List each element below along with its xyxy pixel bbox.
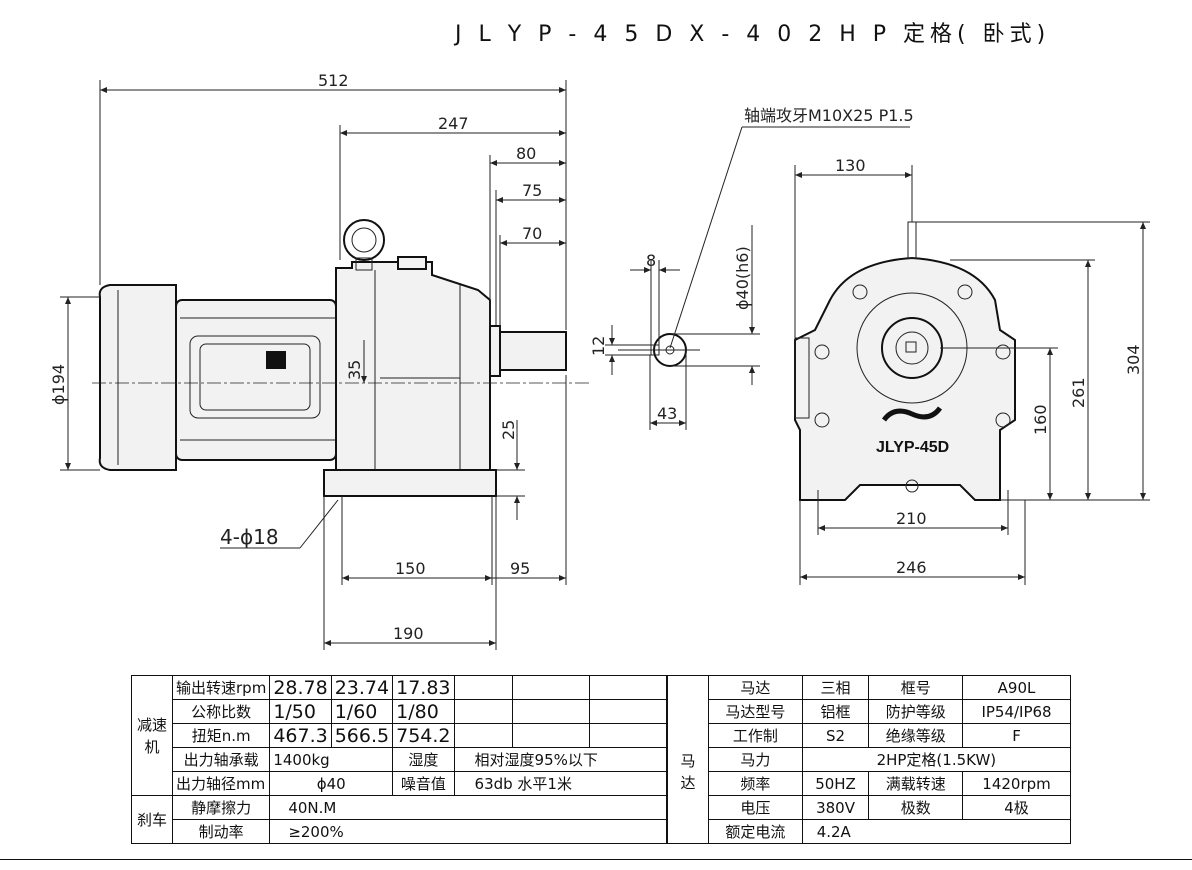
dim-43: 43 [657,404,677,423]
spec-cell: 566.5 [330,723,394,748]
motor-label-bottom: 达 [667,771,709,844]
humidity-value: 相对湿度95%以下 [453,747,668,772]
empty-cell [512,699,590,724]
dim-25: 25 [499,420,518,440]
current-label: 额定电流 [708,819,803,844]
spec-key: 马达型号 [708,699,803,724]
side-view: 512 247 80 75 70 ϕ194 35 25 4-ϕ18 [49,71,590,650]
shaft-dia-label: 出力轴径mm [171,771,271,796]
spec-row-label: 公称比数 [171,699,271,724]
voltage-label: 电压 [708,795,803,820]
brand-logo-icon [881,406,943,422]
poles-value: 4极 [962,795,1071,820]
dim-210: 210 [896,509,927,528]
empty-cell [589,723,667,748]
spec-key: 防护等级 [868,699,964,724]
noise-label: 噪音值 [392,771,455,796]
technical-drawing: 512 247 80 75 70 ϕ194 35 25 4-ϕ18 [49,71,1150,650]
spec-row-label: 扭矩n.m [171,723,271,748]
dim-304: 304 [1124,344,1143,375]
drawing-title: J L Y P - 4 5 D X - 4 0 2 H P 定格( 卧式) [455,22,1051,47]
motor-spec-table: 马 马达 三相 框号 A90L 马达型号 铝框 防护等级 IP54/IP68 工… [667,675,1072,844]
humidity-label: 湿度 [392,747,455,772]
braking-rate-label: 制动率 [171,819,271,844]
full-load-label: 满载转速 [868,771,964,796]
empty-cell [589,699,667,724]
spec-value: 三相 [801,675,870,700]
spec-key: 绝缘等级 [868,723,964,748]
front-view: JLYP-45D 130 304 261 160 210 246 [794,156,1150,585]
spec-value: S2 [801,723,870,748]
shaft-detail: 轴端攻牙M10X25 P1.5 8 ϕ40(h6) 12 43 [589,106,914,430]
dim-8: 8 [646,251,656,270]
spec-value: A90L [962,675,1071,700]
front-logo-text: JLYP-45D [876,439,949,456]
bearing-value: 1400kg [269,747,394,772]
dim-160: 160 [1031,404,1050,435]
bearing-label: 出力轴承载 [171,747,271,772]
dim-35: 35 [345,360,364,380]
motor-label-top: 马 [667,675,709,772]
empty-cell [512,675,590,700]
braking-rate-value: ≥200% [269,819,667,844]
empty-cell [589,675,667,700]
dim-75: 75 [522,181,542,200]
current-value: 4.2A [801,819,1072,844]
dim-95: 95 [510,559,530,578]
power-label: 马力 [708,747,803,772]
empty-cell [512,723,590,748]
spec-cell: 17.83 [392,675,455,700]
noise-value: 63db 水平1米 [453,771,668,796]
spec-cell: 754.2 [392,723,455,748]
spec-cell: 23.74 [330,675,394,700]
dim-130: 130 [835,156,866,175]
spec-value: IP54/IP68 [962,699,1071,724]
bottom-border-line [0,859,1192,860]
full-load-value: 1420rpm [962,771,1071,796]
brake-label: 刹车 [131,795,173,844]
spec-cell: 467.3 [269,723,332,748]
reducer-spec-table: 减速机 输出转速rpm 28.78 23.74 17.83 公称比数 1/50 … [131,675,668,844]
dim-190: 190 [393,624,424,643]
spec-key: 框号 [868,675,964,700]
freq-label: 频率 [708,771,803,796]
dim-holes: 4-ϕ18 [220,525,279,549]
spec-value: F [962,723,1071,748]
dim-phi194: ϕ194 [49,364,68,405]
spec-key: 马达 [708,675,803,700]
dim-phi40: ϕ40(h6) [733,246,752,310]
tap-spec-label: 轴端攻牙M10X25 P1.5 [744,106,914,125]
poles-label: 极数 [868,795,964,820]
freq-value: 50HZ [801,771,870,796]
dim-80: 80 [516,144,536,163]
dim-261: 261 [1069,377,1088,408]
spec-cell: 1/60 [330,699,394,724]
power-value: 2HP定格(1.5KW) [801,747,1072,772]
spec-cell: 28.78 [269,675,332,700]
logo-icon [266,351,286,369]
spec-key: 工作制 [708,723,803,748]
dim-512: 512 [318,71,349,90]
static-friction-value: 40N.M [269,795,667,820]
spec-value: 铝框 [801,699,870,724]
dim-150: 150 [395,559,426,578]
dim-12: 12 [589,336,608,356]
empty-cell [453,723,514,748]
static-friction-label: 静摩擦力 [171,795,271,820]
dim-246: 246 [896,558,927,577]
reducer-label: 减速机 [131,675,173,796]
dim-70: 70 [522,224,542,243]
spec-cell: 1/50 [269,699,332,724]
spec-cell: 1/80 [392,699,455,724]
spec-row-label: 输出转速rpm [171,675,271,700]
empty-cell [453,675,514,700]
empty-cell [453,699,514,724]
shaft-dia-value: ϕ40 [269,771,394,796]
dim-247: 247 [438,114,469,133]
voltage-value: 380V [801,795,870,820]
